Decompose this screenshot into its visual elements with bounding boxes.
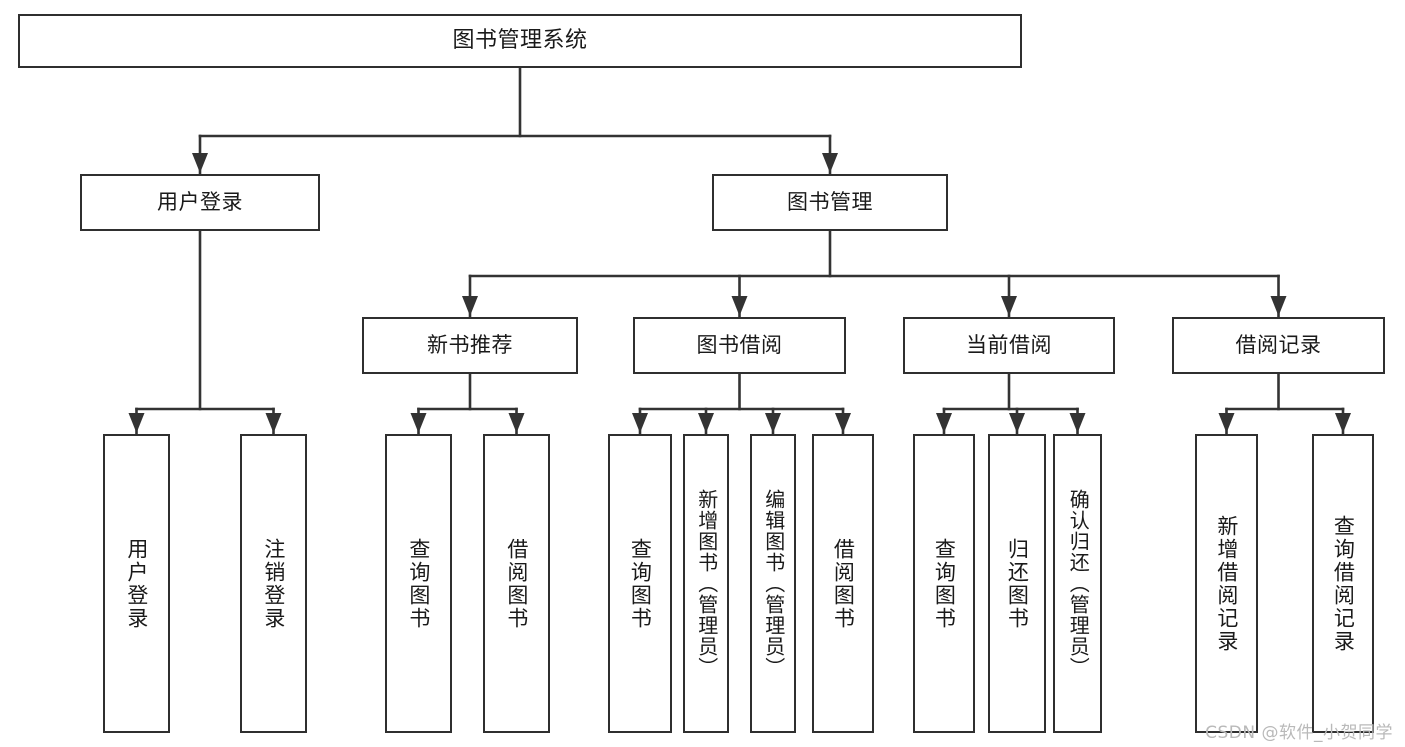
arrowhead — [936, 413, 952, 433]
arrowhead — [265, 413, 282, 433]
node-label-login: 用户登录 — [157, 190, 243, 215]
node-label-root: 图书管理系统 — [452, 28, 588, 54]
node-label-current: 当前借阅 — [966, 333, 1052, 358]
node-label-bookmgmt: 图书管理 — [787, 190, 873, 215]
node-newbooks[interactable]: 新书推荐 — [362, 317, 578, 374]
arrowhead — [1009, 413, 1025, 433]
node-label-newbooks-1: 查询图书 — [406, 537, 431, 630]
node-current-1[interactable]: 查询图书 — [913, 434, 975, 733]
node-borrow-2[interactable]: 新增图书（管理员） — [683, 434, 729, 733]
node-borrow-1[interactable]: 查询图书 — [608, 434, 672, 733]
arrowhead — [1218, 413, 1235, 433]
node-bookmgmt[interactable]: 图书管理 — [712, 174, 948, 231]
arrowhead — [1270, 296, 1287, 316]
node-label-records-1: 新增借阅记录 — [1214, 514, 1239, 653]
node-newbooks-2[interactable]: 借阅图书 — [483, 434, 550, 733]
node-label-borrow-4: 借阅图书 — [831, 537, 856, 630]
node-current-3[interactable]: 确认归还（管理员） — [1053, 434, 1102, 733]
node-label-newbooks: 新书推荐 — [427, 333, 513, 358]
arrowhead — [128, 413, 145, 433]
node-current[interactable]: 当前借阅 — [903, 317, 1115, 374]
node-records-1[interactable]: 新增借阅记录 — [1195, 434, 1258, 733]
node-label-newbooks-2: 借阅图书 — [504, 537, 529, 630]
node-label-records: 借阅记录 — [1235, 333, 1322, 358]
arrowhead — [1001, 296, 1017, 316]
node-label-login-2: 注销登录 — [261, 537, 286, 630]
node-borrow-4[interactable]: 借阅图书 — [812, 434, 874, 733]
node-current-2[interactable]: 归还图书 — [988, 434, 1046, 733]
node-label-current-3: 确认归还（管理员） — [1066, 489, 1091, 678]
node-login-1[interactable]: 用户登录 — [103, 434, 170, 733]
node-login-2[interactable]: 注销登录 — [240, 434, 307, 733]
arrowhead — [765, 413, 781, 433]
arrowhead — [698, 413, 714, 433]
node-records[interactable]: 借阅记录 — [1172, 317, 1385, 374]
node-root[interactable]: 图书管理系统 — [18, 14, 1022, 68]
arrowhead — [192, 153, 208, 173]
node-label-borrow-2: 新增图书（管理员） — [694, 489, 719, 678]
arrowhead — [1069, 413, 1086, 433]
arrowhead — [508, 413, 525, 433]
arrowhead — [1335, 413, 1351, 433]
node-label-borrow: 图书借阅 — [696, 333, 783, 358]
arrowhead — [731, 296, 748, 316]
node-newbooks-1[interactable]: 查询图书 — [385, 434, 452, 733]
node-borrow-3[interactable]: 编辑图书（管理员） — [750, 434, 796, 733]
node-label-current-1: 查询图书 — [932, 537, 957, 630]
node-label-login-1: 用户登录 — [124, 537, 149, 630]
node-label-records-2: 查询借阅记录 — [1331, 514, 1356, 653]
node-label-current-2: 归还图书 — [1005, 537, 1030, 630]
arrowhead — [822, 153, 838, 173]
node-label-borrow-1: 查询图书 — [628, 537, 653, 630]
node-borrow[interactable]: 图书借阅 — [633, 317, 846, 374]
arrowhead — [632, 413, 648, 433]
node-label-borrow-3: 编辑图书（管理员） — [761, 489, 786, 678]
arrowhead — [410, 413, 427, 433]
node-login[interactable]: 用户登录 — [80, 174, 320, 231]
arrowhead — [462, 296, 478, 316]
arrowhead — [835, 413, 851, 433]
node-records-2[interactable]: 查询借阅记录 — [1312, 434, 1374, 733]
watermark: CSDN @软件_小贺同学 — [1205, 723, 1393, 743]
